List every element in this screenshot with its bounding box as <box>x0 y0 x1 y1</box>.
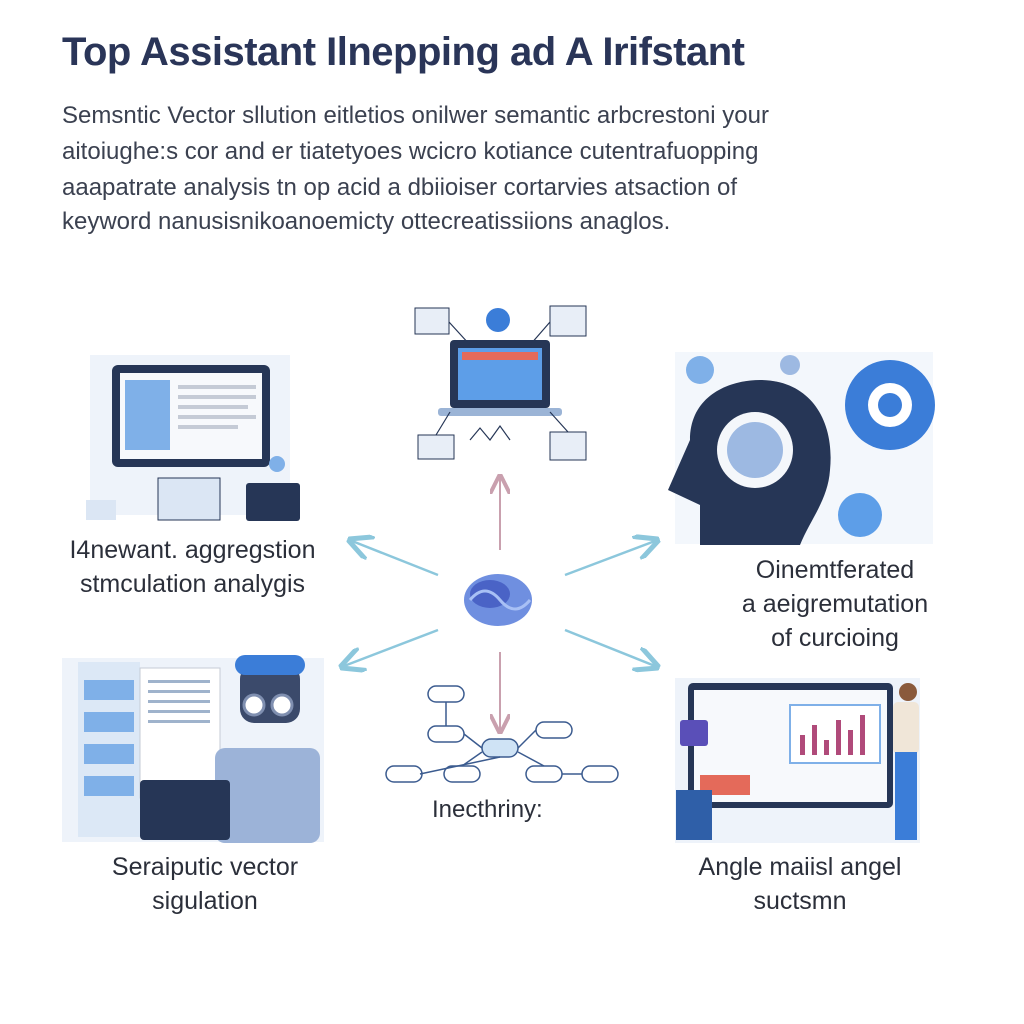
node-label-line: sigulation <box>152 887 258 915</box>
node-label-line: suctsmn <box>753 887 847 915</box>
node-label-line: of curcioing <box>771 624 899 652</box>
ai-head-gear-illustration <box>668 352 935 545</box>
node-label-line: stmculation analygis <box>79 570 306 598</box>
node-label-bottom-right: Angle maiisl angel suctsmn <box>650 850 950 918</box>
node-label-line: Seraiputic vector <box>111 853 299 881</box>
laptop-network-illustration <box>414 305 587 461</box>
node-label-top-right: Oinemtferated a aeigremutation of curcio… <box>705 553 965 655</box>
connector-arrows <box>344 478 655 730</box>
arrow-to-top-left <box>352 541 439 577</box>
dashboard-presenter-illustration <box>675 678 920 843</box>
node-label-line: Angle maiisl angel <box>698 853 902 881</box>
arrow-to-bottom-right <box>564 628 655 666</box>
node-label-line: a aeigremutation <box>741 590 929 618</box>
intro-line-1: Semsntic Vector sllution eitletios onilw… <box>62 102 769 129</box>
brain-icon <box>464 574 532 626</box>
node-label-top-left: I4newant. aggregstion stmculation analyg… <box>40 533 345 601</box>
node-label-bottom-left: Seraiputic vector sigulation <box>60 850 350 918</box>
node-label-line: Oinemtferated <box>755 556 915 584</box>
flowchart-illustration <box>385 685 619 783</box>
robot-workstation-illustration <box>62 655 324 843</box>
monitor-document-illustration <box>86 355 300 521</box>
node-label-line: I4newant. aggregstion <box>69 536 316 564</box>
arrow-to-top-right <box>564 541 655 577</box>
arrow-to-bottom-left <box>344 628 439 666</box>
intro-line-3: aaapatrate analysis tn op acid a dbiiois… <box>62 174 738 201</box>
node-label-center-bottom: Inecthriny: <box>432 796 543 823</box>
intro-line-2: aitoiughe:s cor and er tiatetyoes wcicro… <box>62 138 759 165</box>
intro-line-4: keyword nanusisnikoanoemicty ottecreatis… <box>62 208 671 235</box>
page-title: Top Assistant Ilnepping ad A Irifstant <box>62 30 745 74</box>
